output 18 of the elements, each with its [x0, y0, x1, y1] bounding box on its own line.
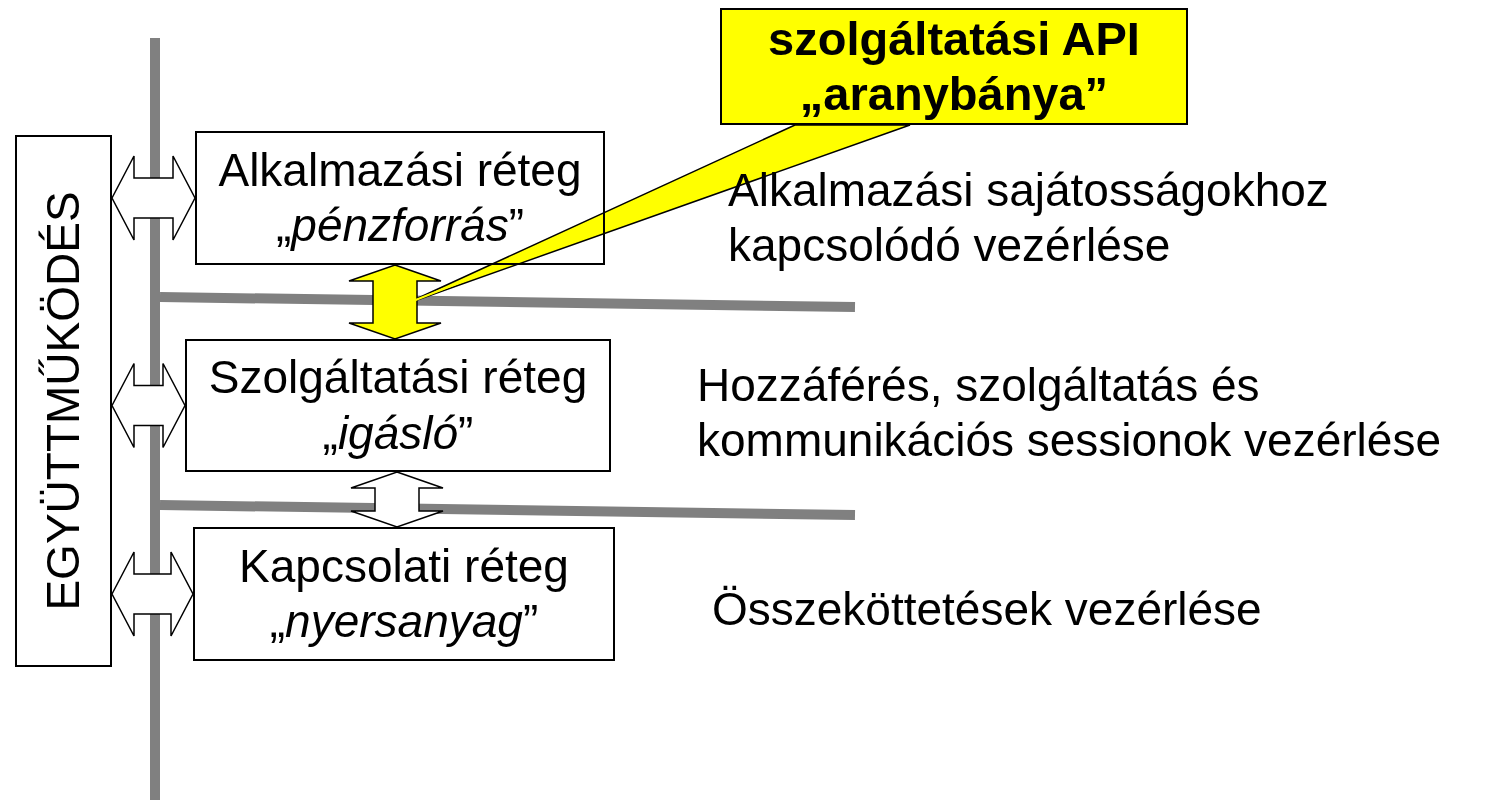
description-text: Összeköttetések vezérlése [712, 582, 1263, 637]
block-arrow [350, 471, 444, 528]
layer-label: Kapcsolati réteg „nyersanyag” [238, 538, 570, 649]
layer-box [185, 339, 611, 472]
layer-box [193, 527, 615, 661]
block-arrow [348, 264, 442, 340]
description-text: Alkalmazási sajátosságokhoz kapcsolódó vezérlése [728, 163, 1330, 274]
block-arrow [111, 551, 194, 637]
layer-label: Alkalmazási réteg „pénzforrás” [217, 142, 583, 253]
block-arrow [111, 155, 196, 241]
layer-box [195, 131, 605, 265]
block-arrow [111, 362, 186, 449]
layer-label: Szolgáltatási réteg „igásló” [207, 350, 589, 461]
side-panel [15, 135, 112, 667]
callout-box [720, 8, 1188, 125]
callout-text: szolgáltatási API „aranybánya” [767, 12, 1141, 121]
vertical-label: EGYÜTTMŰKÖDÉS [35, 191, 90, 611]
description-text: Hozzáférés, szolgáltatás és kommunikációs sessionok vezérlése [697, 358, 1442, 469]
